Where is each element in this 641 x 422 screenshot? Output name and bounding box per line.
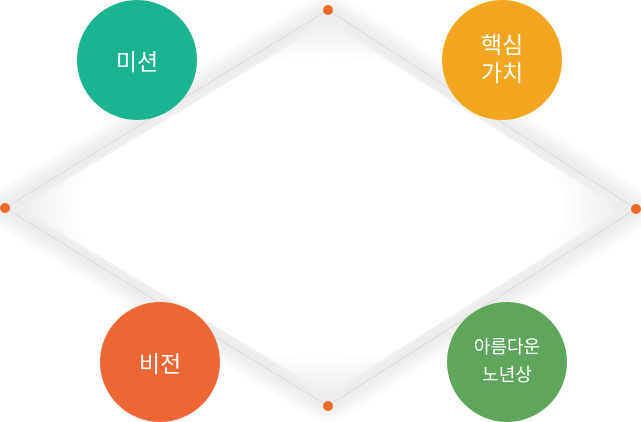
graceful-aging-circle: 아름다운 노년상 — [447, 302, 567, 422]
connector-dot-right — [631, 204, 641, 214]
connector-dot-top — [323, 5, 333, 15]
vision-label: 비전 — [138, 352, 182, 378]
diamond-inner — [20, 22, 620, 394]
graceful-aging-label: 아름다운 노년상 — [473, 337, 541, 386]
core-values-label: 핵심 가치 — [480, 33, 524, 87]
vision-circle: 비전 — [100, 302, 220, 422]
connector-dot-bottom — [323, 401, 333, 411]
mission-circle: 미션 — [77, 0, 197, 120]
connector-dot-left — [0, 203, 10, 213]
core-values-circle: 핵심 가치 — [442, 0, 562, 120]
mission-label: 미션 — [115, 50, 159, 76]
